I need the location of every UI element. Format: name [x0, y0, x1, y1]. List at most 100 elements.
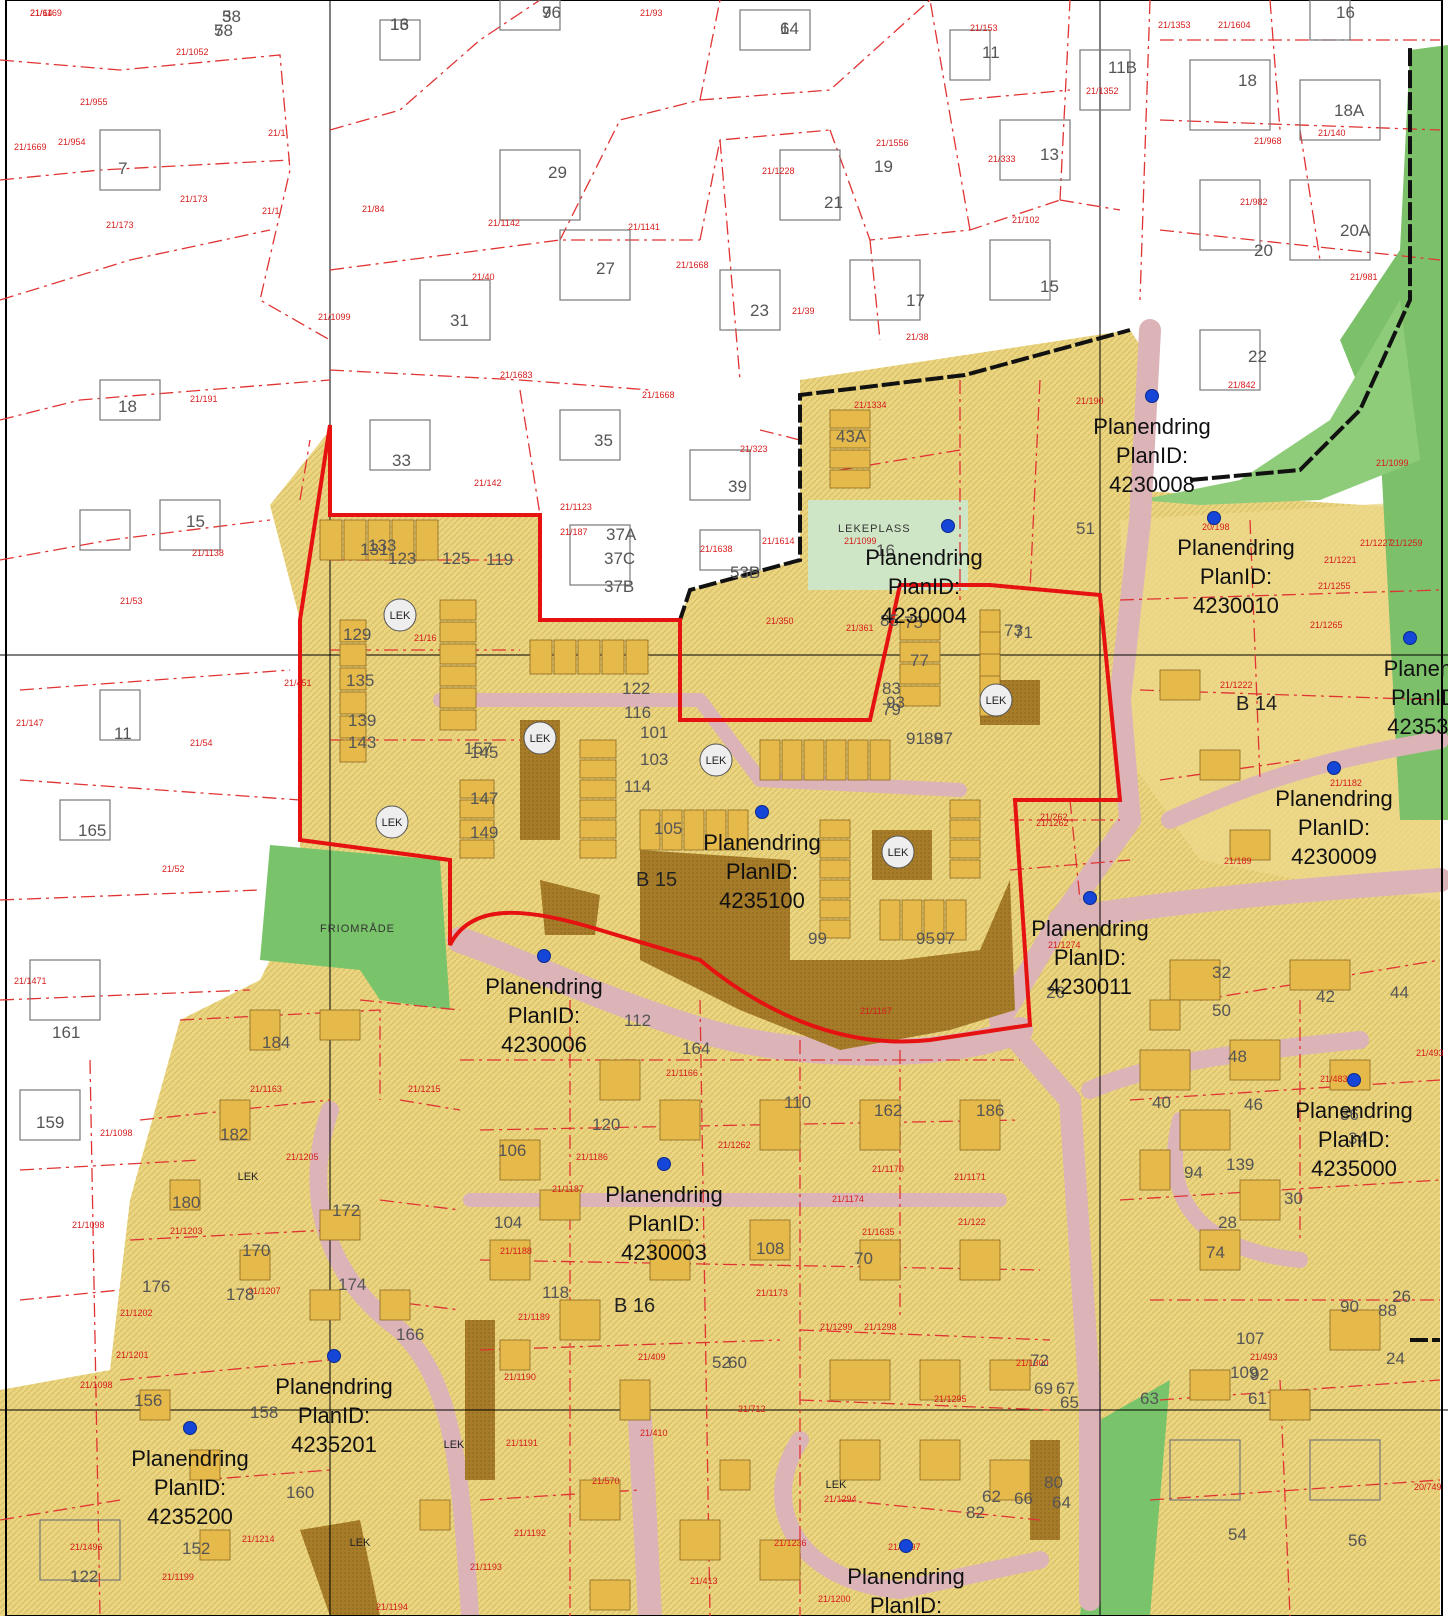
house-number: 93	[886, 693, 905, 712]
parcel-id: 21/84	[362, 204, 385, 214]
parcel-id: 21/1174	[832, 1194, 864, 1204]
house-number: 135	[346, 671, 374, 690]
parcel-id: 21/1203	[170, 1226, 203, 1236]
house-number: 44	[1390, 983, 1409, 1002]
plan-marker-dot-icon[interactable]	[1347, 1073, 1361, 1087]
plan-marker-label: 4230010	[1193, 593, 1279, 618]
plan-marker-label: 4235201	[291, 1432, 377, 1457]
plan-marker-dot-icon[interactable]	[1145, 389, 1159, 403]
plan-marker-label: 423530	[1387, 714, 1448, 739]
house-number: 170	[242, 1241, 270, 1260]
house-number: 114	[624, 777, 651, 796]
house-number: 51	[1076, 519, 1095, 538]
parcel-id: 21/1262	[1036, 818, 1069, 828]
parcel-id: 21/1352	[1086, 86, 1119, 96]
house-number: 101	[640, 723, 668, 742]
plan-marker-dot-icon[interactable]	[1207, 511, 1221, 525]
parcel-id: 21/1	[262, 206, 280, 216]
house-number: 31	[450, 311, 469, 330]
house-number: 97	[936, 929, 955, 948]
plan-marker-dot-icon[interactable]	[1403, 631, 1417, 645]
house-number: 20A	[1340, 221, 1371, 240]
house-number: 52	[712, 1353, 731, 1372]
plan-marker-label: Planend	[1384, 656, 1448, 681]
playground-marker: LEK	[979, 683, 1013, 717]
block-label: B 14	[1236, 693, 1277, 715]
house-number: 5	[214, 21, 223, 40]
playground-marker: LEK	[699, 743, 733, 777]
plan-change-marker[interactable]: PlanendPlanID423530	[1384, 631, 1448, 740]
house-number: 19	[874, 157, 893, 176]
plan-marker-dot-icon[interactable]	[755, 805, 769, 819]
plan-marker-label: Planendring	[485, 974, 602, 999]
parcel-id: 21/955	[80, 97, 108, 107]
house-number: 48	[1228, 1047, 1247, 1066]
plan-marker-label: PlanID:	[154, 1475, 226, 1500]
house-number: 53B	[730, 563, 760, 582]
plan-marker-dot-icon[interactable]	[899, 1539, 913, 1553]
parcel-id: 21/570	[592, 1476, 620, 1486]
house-number: 17	[906, 291, 925, 310]
house-number: 165	[78, 821, 106, 840]
house-number: 43A	[836, 427, 867, 446]
parcel-id: 21/1142	[488, 218, 520, 228]
plan-marker-dot-icon[interactable]	[183, 1421, 197, 1435]
plan-marker-label: 4230011	[1048, 974, 1132, 999]
parcel-id: 21/1166	[666, 1068, 698, 1078]
house-number: 85	[880, 611, 899, 630]
house-number: 145	[470, 743, 498, 762]
house-number: 15	[1040, 277, 1059, 296]
parcel-id: 21/1299	[820, 1322, 853, 1332]
plan-marker-dot-icon[interactable]	[327, 1349, 341, 1363]
lek-label: LEK	[238, 1171, 259, 1183]
plan-marker-dot-icon[interactable]	[657, 1157, 671, 1171]
plan-marker-dot-icon[interactable]	[1327, 761, 1341, 775]
house-number: 11	[114, 724, 132, 743]
plan-marker-label: Planendring	[275, 1374, 392, 1399]
friomrade-label: FRIOMRÅDE	[320, 922, 395, 935]
house-number: 36	[1340, 1105, 1359, 1124]
plan-marker-dot-icon[interactable]	[941, 519, 955, 533]
house-number: 158	[250, 1403, 278, 1422]
house-number: 69	[1034, 1379, 1053, 1398]
parcel-id: 21/493	[1250, 1352, 1278, 1362]
parcel-id: 21/54	[190, 738, 213, 748]
plan-marker-dot-icon[interactable]	[1083, 891, 1097, 905]
plan-marker-dot-icon[interactable]	[537, 949, 551, 963]
parcel-id: 21/1265	[1310, 620, 1343, 630]
plan-marker-label: 4230003	[621, 1240, 707, 1265]
house-number: 29	[548, 163, 567, 182]
house-number: 46	[1244, 1095, 1263, 1114]
lek-label: LEK	[444, 1439, 465, 1451]
parcel-id: 21/173	[106, 220, 134, 230]
house-number: 83	[882, 679, 901, 698]
parcel-id: 21/1170	[872, 1164, 904, 1174]
house-number: 15	[186, 512, 205, 531]
house-number: 7	[118, 159, 127, 178]
house-number: 26	[1392, 1287, 1411, 1306]
plan-marker-label: Planendring	[1031, 916, 1148, 941]
parcel-id: 21/262	[1040, 812, 1068, 822]
house-number: 18	[118, 397, 137, 416]
house-number: 24	[1386, 1349, 1405, 1368]
house-number: 61	[1248, 1389, 1267, 1408]
parcel-id: 21/1294	[824, 1494, 857, 1504]
plan-marker-label: PlanID:	[726, 859, 798, 884]
house-number: 166	[396, 1325, 424, 1344]
parcel-id: 21/1188	[500, 1246, 532, 1256]
parcel-id: 21/1496	[70, 1542, 103, 1552]
plan-change-markers[interactable]: PlanendringPlanID:4230008PlanendringPlan…	[131, 389, 1448, 1616]
